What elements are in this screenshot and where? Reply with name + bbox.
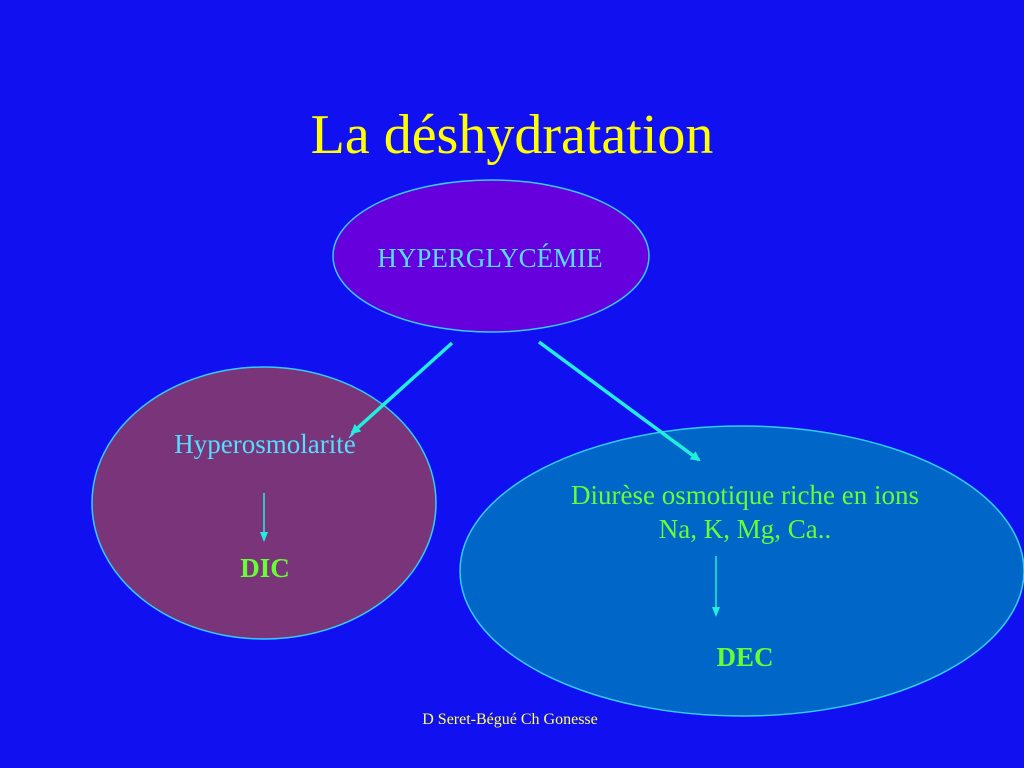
arrow-root-to-right	[537, 340, 701, 462]
left-node-result: DIC	[240, 553, 290, 583]
slide-title: La déshydratation	[310, 104, 714, 166]
right-node-label-line1: Diurèse osmotique riche en ions	[571, 480, 919, 510]
right-ellipse	[459, 425, 1024, 717]
right-node-label: Diurèse osmotique riche en ions Na, K, M…	[480, 478, 1010, 546]
root-node-label: HYPERGLYCÉMIE	[377, 243, 603, 273]
slide-footer: D Seret-Bégué Ch Gonesse	[422, 711, 598, 728]
arrow-root-to-left	[350, 341, 454, 435]
right-node-label-line2: Na, K, Mg, Ca..	[658, 514, 832, 544]
right-node-result: DEC	[716, 642, 774, 672]
root-ellipse	[332, 179, 650, 333]
left-node-label: Hyperosmolarité	[174, 429, 356, 459]
